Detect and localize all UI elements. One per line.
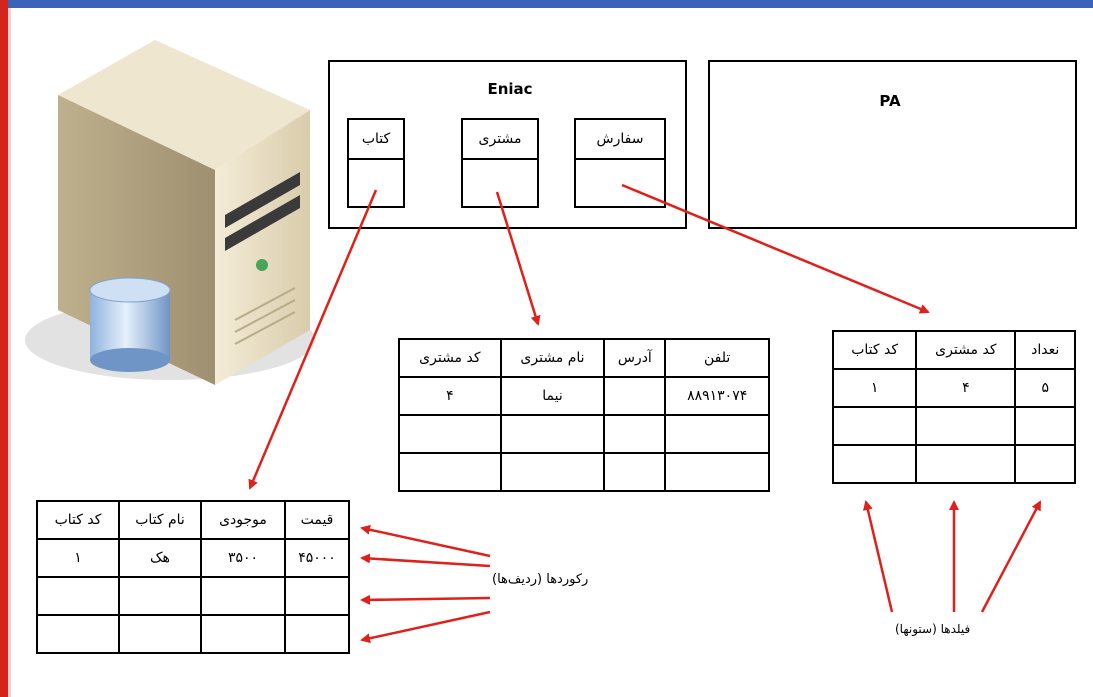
table-cell <box>603 414 667 454</box>
entity-order: سفارش <box>574 118 666 208</box>
header-phone: تلفن <box>664 338 770 378</box>
table-cell: ۴ <box>398 376 502 416</box>
header-stock: موجودی <box>200 500 286 540</box>
table-cell <box>284 576 350 616</box>
table-cell: نیما <box>499 376 606 416</box>
table-cell <box>1014 444 1076 484</box>
table-cell <box>915 444 1017 484</box>
window-top-border <box>0 0 1093 8</box>
table-cell <box>398 452 502 492</box>
table-cell: ۱ <box>36 538 120 578</box>
header-book-name: نام کتاب <box>118 500 202 540</box>
records-label: رکوردها (ردیف‌ها) <box>492 572 589 587</box>
table-cell <box>36 614 120 654</box>
table-header-row: قیمت موجودی نام کتاب کد کتاب <box>36 500 350 540</box>
arrow-record-4 <box>360 610 491 644</box>
order-table: نعداد کد مشتری کد کتاب ۵ ۴ ۱ <box>831 330 1076 484</box>
table-cell: ۱ <box>831 368 918 408</box>
entity-book-label: کتاب <box>349 120 403 160</box>
arrow-field-1 <box>862 500 894 613</box>
table-cell <box>200 614 286 654</box>
fields-label: فیلدها (ستونها) <box>895 622 971 636</box>
table-header-row: نعداد کد مشتری کد کتاب <box>831 330 1076 370</box>
header-price: قیمت <box>284 500 350 540</box>
entity-order-label: سفارش <box>576 120 664 160</box>
table-cell: ۸۸۹۱۳۰۷۴ <box>664 376 770 416</box>
table-cell <box>200 576 286 616</box>
table-row: ۸۸۹۱۳۰۷۴ نیما ۴ <box>398 376 770 416</box>
table-row <box>398 452 770 492</box>
arrow-order-to-table <box>621 183 930 314</box>
table-cell: ۴۵۰۰۰ <box>284 538 350 578</box>
arrow-record-1 <box>360 524 491 558</box>
table-cell <box>118 614 202 654</box>
table-cell <box>398 414 502 454</box>
database-pa-title: PA <box>879 92 901 110</box>
table-cell <box>284 614 350 654</box>
window-left-border-shade <box>8 8 11 697</box>
header-book-code: کد کتاب <box>36 500 120 540</box>
table-row <box>36 576 350 616</box>
table-cell <box>118 576 202 616</box>
table-header-row: تلفن آدرس نام مشتری کد مشتری <box>398 338 770 378</box>
arrow-field-3 <box>980 500 1042 613</box>
table-row <box>831 406 1076 446</box>
table-cell <box>664 452 770 492</box>
table-cell: ۴ <box>915 368 1017 408</box>
header-address: آدرس <box>603 338 667 378</box>
header-customer-code: کد مشتری <box>398 338 502 378</box>
table-cell <box>603 452 667 492</box>
table-cell: هک <box>118 538 202 578</box>
database-pa <box>708 60 1077 229</box>
table-cell <box>831 444 918 484</box>
table-cell: ۵ <box>1014 368 1076 408</box>
arrow-book-to-table <box>248 189 378 490</box>
table-cell <box>1014 406 1076 446</box>
table-cell <box>915 406 1017 446</box>
table-cell <box>664 414 770 454</box>
arrow-customer-to-table <box>495 191 541 326</box>
table-cell <box>36 576 120 616</box>
entity-customer-label: مشتری <box>463 120 537 160</box>
arrow-record-3 <box>360 594 491 605</box>
header-customer-code: کد مشتری <box>915 330 1017 370</box>
table-cell <box>499 414 606 454</box>
table-cell <box>499 452 606 492</box>
table-row <box>36 614 350 654</box>
entity-customer: مشتری <box>461 118 539 208</box>
table-row <box>831 444 1076 484</box>
table-cell <box>831 406 918 446</box>
table-row: ۴۵۰۰۰ ۳۵۰۰ هک ۱ <box>36 538 350 578</box>
customer-table: تلفن آدرس نام مشتری کد مشتری ۸۸۹۱۳۰۷۴ نی… <box>398 338 770 492</box>
table-row: ۵ ۴ ۱ <box>831 368 1076 408</box>
table-cell <box>603 376 667 416</box>
arrow-record-2 <box>360 553 491 568</box>
table-cell: ۳۵۰۰ <box>200 538 286 578</box>
window-left-border <box>0 0 8 697</box>
header-book-code: کد کتاب <box>831 330 918 370</box>
book-table: قیمت موجودی نام کتاب کد کتاب ۴۵۰۰۰ ۳۵۰۰ … <box>36 500 350 654</box>
table-row <box>398 414 770 454</box>
header-customer-name: نام مشتری <box>499 338 606 378</box>
database-eniac-title: Eniac <box>487 80 533 98</box>
header-quantity: نعداد <box>1014 330 1076 370</box>
